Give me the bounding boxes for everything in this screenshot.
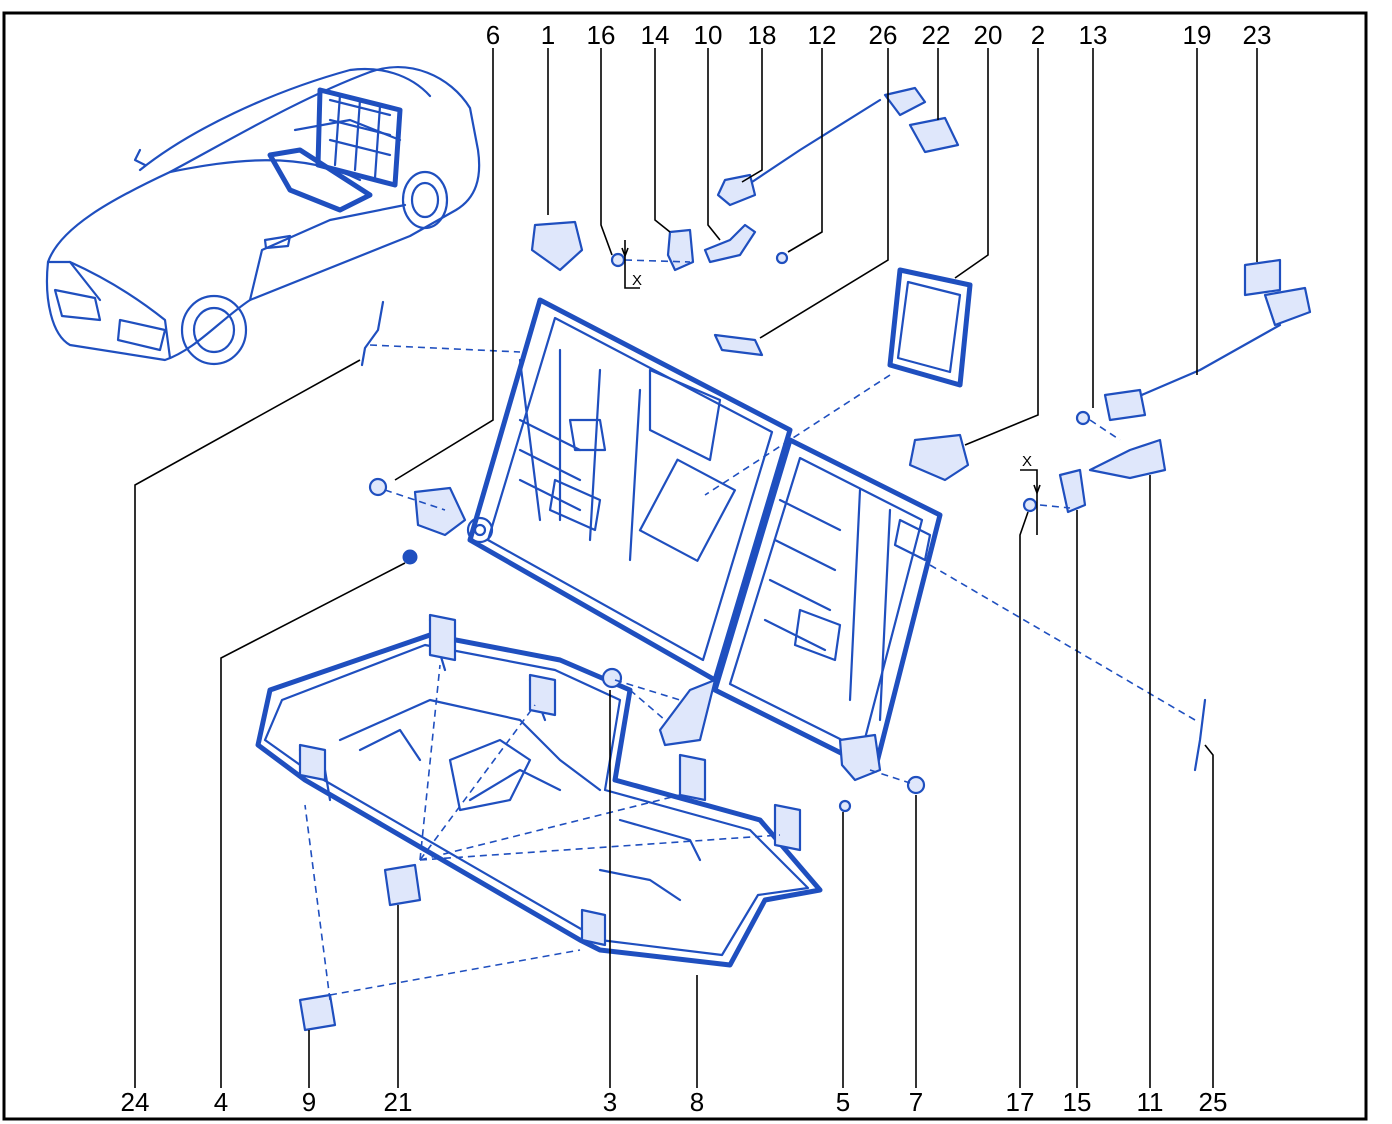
- assembly-lines: [304, 259, 1196, 1001]
- bolt-12: [775, 251, 789, 265]
- nut-7: [906, 775, 926, 795]
- label-26: 26: [869, 20, 898, 50]
- nut-16: [610, 252, 626, 268]
- part-23: [1243, 258, 1282, 297]
- label-20: 20: [974, 20, 1003, 50]
- hinge-right: [838, 733, 882, 782]
- latch-9: [298, 993, 337, 1032]
- label-8: 8: [690, 1087, 704, 1117]
- cable-end-18: [883, 86, 927, 117]
- labels-bottom: 24 4 9 21 3 8 5 7 17 15 11 25: [121, 1087, 1228, 1117]
- label-13: 13: [1079, 20, 1108, 50]
- lever-11: [1088, 438, 1167, 480]
- label-12: 12: [808, 20, 837, 50]
- clip-25: [1193, 698, 1207, 772]
- label-19: 19: [1183, 20, 1212, 50]
- clip-24: [360, 300, 385, 367]
- x-mark-right: X: [1020, 453, 1041, 535]
- plug-4: [402, 549, 418, 565]
- bracket-14: [666, 228, 695, 272]
- cable-19: [1128, 323, 1282, 402]
- label-24: 24: [121, 1087, 150, 1117]
- plug-3: [601, 667, 623, 689]
- cable-end-19: [1263, 286, 1312, 327]
- handle-19: [1103, 388, 1147, 422]
- cover-20: [887, 267, 973, 388]
- svg-text:X: X: [632, 272, 642, 289]
- nut-17: [1022, 497, 1038, 513]
- cover-20-inner: [896, 280, 962, 374]
- plug-5: [838, 799, 852, 813]
- latch-21: [383, 863, 422, 907]
- label-16: 16: [587, 20, 616, 50]
- label-6: 6: [486, 20, 500, 50]
- label-3: 3: [603, 1087, 617, 1117]
- leader-lines: [134, 48, 1258, 1088]
- label-1: 1: [541, 20, 555, 50]
- hinge-center: [658, 678, 717, 747]
- seat-cushion-frame: [255, 613, 823, 968]
- trim-26: [713, 333, 764, 357]
- label-4: 4: [214, 1087, 228, 1117]
- hinge-left: [413, 486, 467, 537]
- part-22: [908, 116, 960, 154]
- bracket-15: [1058, 468, 1087, 514]
- label-17: 17: [1006, 1087, 1035, 1117]
- labels-top: 6 1 16 14 10 18 12 26 22 20 2 13 19 23: [486, 20, 1272, 50]
- label-22: 22: [922, 20, 951, 50]
- label-21: 21: [384, 1087, 413, 1117]
- label-25: 25: [1199, 1087, 1228, 1117]
- lever-10: [703, 223, 757, 264]
- bolt-13: [1075, 410, 1091, 426]
- label-11: 11: [1137, 1087, 1164, 1117]
- label-9: 9: [302, 1087, 316, 1117]
- nut-6: [368, 477, 388, 497]
- label-23: 23: [1243, 20, 1272, 50]
- handle-18: [716, 173, 757, 207]
- label-2: 2: [1031, 20, 1045, 50]
- car-illustration: [45, 66, 481, 366]
- x-mark-left: X: [621, 240, 642, 289]
- svg-text:X: X: [1022, 453, 1032, 470]
- label-10: 10: [694, 20, 723, 50]
- diagram-border: [2, 11, 1368, 1121]
- seat-back-frame-left: [466, 297, 793, 683]
- cable-18: [738, 98, 882, 192]
- label-18: 18: [748, 20, 777, 50]
- latch-2: [908, 433, 970, 482]
- label-5: 5: [836, 1087, 850, 1117]
- label-7: 7: [909, 1087, 923, 1117]
- label-15: 15: [1063, 1087, 1092, 1117]
- label-14: 14: [641, 20, 670, 50]
- latch-1: [530, 220, 584, 272]
- seat-back-frame-right: [712, 437, 943, 773]
